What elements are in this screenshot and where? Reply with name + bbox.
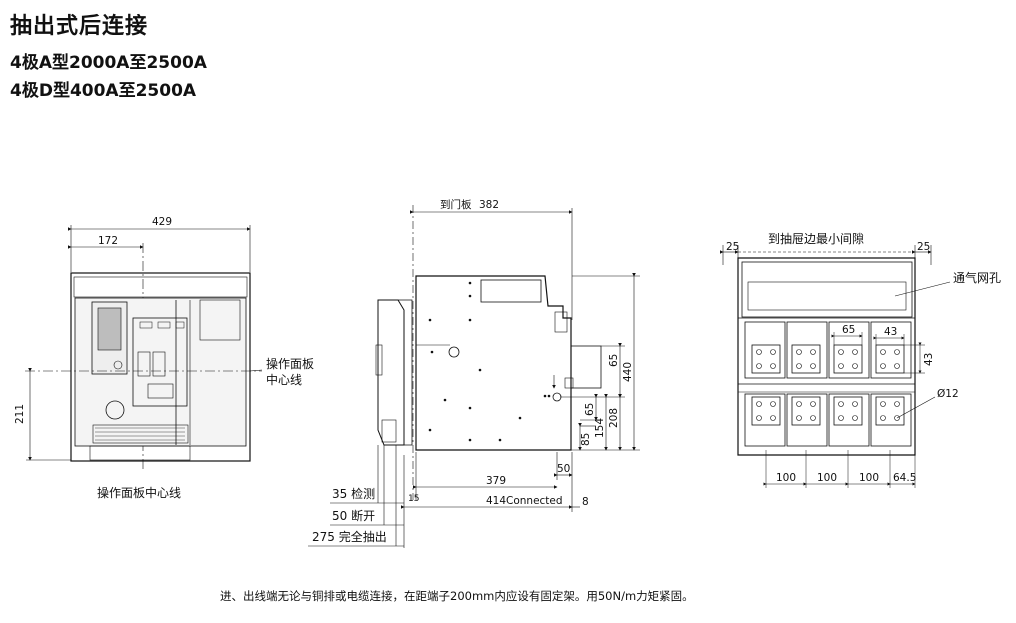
dim-43-horizontal: 43 <box>884 326 897 338</box>
dim-to-door-label: 到门板 <box>440 198 472 211</box>
rear-view <box>720 245 951 488</box>
front-view <box>25 225 262 470</box>
hole-diameter-label: Ø12 <box>937 388 959 400</box>
page-title: 抽出式后连接 <box>10 14 149 39</box>
dim-65: 65 <box>584 403 596 416</box>
dim-429: 429 <box>152 216 172 228</box>
dim-8: 8 <box>582 496 589 508</box>
panel-centerline-label: 操作面板中心线 <box>97 485 181 500</box>
panel-centerline-label-right-2: 中心线 <box>266 372 302 387</box>
connected-label: Connected <box>506 495 563 507</box>
position-withdrawn-label: 275 完全抽出 <box>312 529 387 544</box>
subtitle-type-d: 4极D型400A至2500A <box>10 81 197 101</box>
dim-85: 85 <box>580 433 592 446</box>
dim-25-left: 25 <box>726 241 739 253</box>
pitch-100-1: 100 <box>776 472 796 484</box>
pitch-100-2: 100 <box>817 472 837 484</box>
subtitle-type-a: 4极A型2000A至2500A <box>10 53 207 73</box>
dim-208: 208 <box>608 408 620 428</box>
dim-440: 440 <box>622 362 634 382</box>
dim-15: 15 <box>408 494 419 504</box>
position-test-label: 35 检测 <box>332 486 375 501</box>
dim-379: 379 <box>486 475 506 487</box>
dim-65-rear: 65 <box>842 324 855 336</box>
dim-65-top: 65 <box>608 354 620 367</box>
position-disconnect-label: 50 断开 <box>332 508 375 523</box>
dim-50: 50 <box>557 463 570 475</box>
drawer-gap-label: 到抽屉边最小间隙 <box>768 232 864 246</box>
footer-note: 进、出线端无论与铜排或电缆连接，在距端子200mm内应设有固定架。用50N/m力… <box>220 589 694 603</box>
dim-211: 211 <box>14 404 26 424</box>
panel-centerline-label-right-1: 操作面板 <box>266 356 314 371</box>
dim-25-right: 25 <box>917 241 930 253</box>
dim-382: 382 <box>479 199 499 211</box>
pitch-64-5: 64.5 <box>893 472 916 484</box>
dim-414: 414 <box>486 495 506 507</box>
vent-label: 通气网孔 <box>953 270 1001 285</box>
dim-172: 172 <box>98 235 118 247</box>
dim-154: 154 <box>594 418 606 438</box>
dim-43-vertical: 43 <box>923 353 935 366</box>
side-view <box>308 205 640 548</box>
pitch-100-3: 100 <box>859 472 879 484</box>
